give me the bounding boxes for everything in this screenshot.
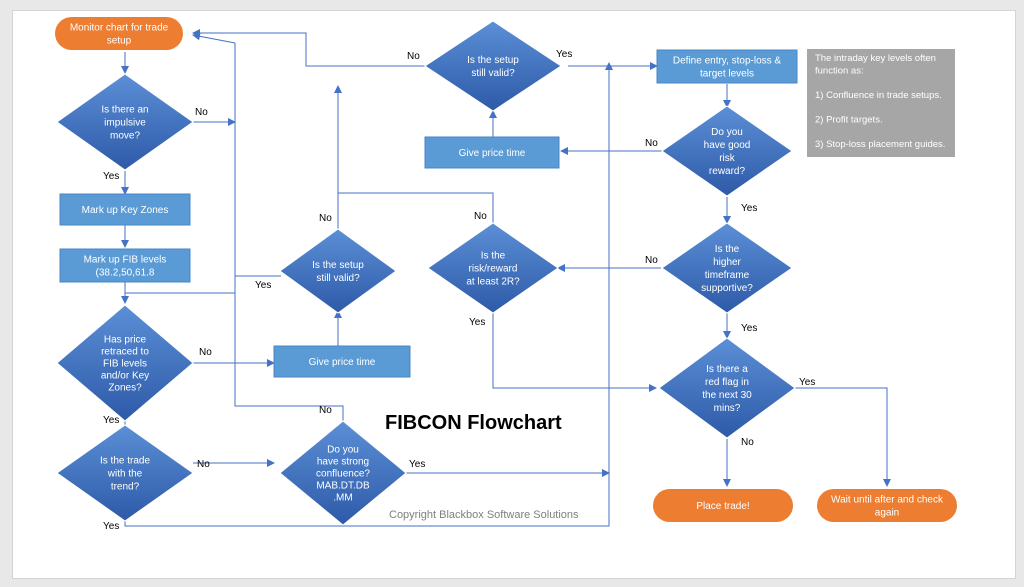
label-htf-no: No — [645, 255, 658, 266]
copyright-text: Copyright Blackbox Software Solutions — [389, 509, 579, 521]
give-price-time-box-low-text: Give price time — [309, 357, 376, 368]
wait-until-after-terminal-shape — [817, 489, 957, 522]
monitor-chart-terminal-shape — [55, 17, 183, 50]
label-trend-yes: Yes — [103, 521, 119, 532]
price-retraced-diamond-shape — [56, 304, 194, 422]
label-strong-yes: Yes — [409, 459, 425, 470]
label-impulsive-no: No — [195, 107, 208, 118]
place-trade-terminal-text: Place trade! — [696, 501, 749, 512]
mark-up-fib-levels-box-shape — [59, 248, 191, 283]
give-price-time-box-top-shape — [424, 136, 560, 169]
mark-up-key-zones-box-shape — [59, 193, 191, 226]
define-entry-box-text: Define entry, stop-loss &target levels — [673, 56, 782, 80]
label-goodrr-yes: Yes — [741, 203, 757, 214]
place-trade-terminal-shape — [653, 489, 793, 522]
edge-rr2-yes — [492, 304, 657, 392]
label-htf-yes: Yes — [741, 323, 757, 334]
label-valid-mid-no: No — [319, 213, 332, 224]
label-rr2-no: No — [474, 211, 487, 222]
mark-up-key-zones-box-text: Mark up Key Zones — [82, 205, 169, 216]
setup-valid-top-diamond-shape — [424, 20, 562, 112]
edge-rr2-no — [338, 192, 494, 223]
risk-reward-2r-diamond-shape — [427, 222, 559, 314]
edge-back-to-monitor — [192, 32, 236, 44]
label-redflag-yes: Yes — [799, 377, 815, 388]
place-trade-terminal: Place trade! — [653, 489, 793, 522]
red-flag-diamond-shape — [658, 337, 796, 439]
define-entry-box-shape — [656, 49, 798, 84]
label-redflag-no: No — [741, 437, 754, 448]
edge-redflag-yes — [795, 387, 891, 487]
flowchart-title: FIBCON Flowchart — [385, 412, 562, 434]
label-retraced-yes: Yes — [103, 415, 119, 426]
setup-valid-mid-diamond-shape — [279, 228, 397, 314]
give-price-time-box-top: Give price time — [424, 136, 560, 169]
label-retraced-no: No — [199, 347, 212, 358]
good-risk-reward-diamond-shape — [661, 105, 793, 197]
edge-valid-top-no — [192, 29, 425, 67]
define-entry-box: Define entry, stop-loss &target levels — [656, 49, 798, 84]
label-strong-no: No — [319, 405, 332, 416]
mark-up-fib-levels-box: Mark up FIB levels(38.2,50,61.8 — [59, 248, 191, 283]
label-trend-no: No — [197, 459, 210, 470]
give-price-time-box-low: Give price time — [273, 345, 411, 378]
key-levels-note-bg — [807, 49, 955, 157]
label-valid-top-yes: Yes — [556, 49, 572, 60]
give-price-time-box-top-text: Give price time — [459, 148, 526, 159]
edge-valid-mid-yes — [125, 275, 281, 294]
strong-confluence-diamond-shape — [279, 420, 407, 526]
label-valid-top-no: No — [407, 51, 420, 62]
give-price-time-box-low-shape — [273, 345, 411, 378]
trade-with-trend-diamond-shape — [56, 424, 194, 522]
impulsive-move-diamond-shape — [56, 73, 194, 171]
mark-up-fib-levels-box-text: Mark up FIB levels(38.2,50,61.8 — [84, 255, 167, 279]
higher-timeframe-diamond-shape — [661, 222, 793, 314]
mark-up-key-zones-box: Mark up Key Zones — [59, 193, 191, 226]
edge-strong-no-up — [234, 43, 344, 421]
label-rr2-yes: Yes — [469, 317, 485, 328]
label-goodrr-no: No — [645, 138, 658, 149]
label-impulsive-yes: Yes — [103, 171, 119, 182]
label-valid-mid-yes: Yes — [255, 280, 271, 291]
